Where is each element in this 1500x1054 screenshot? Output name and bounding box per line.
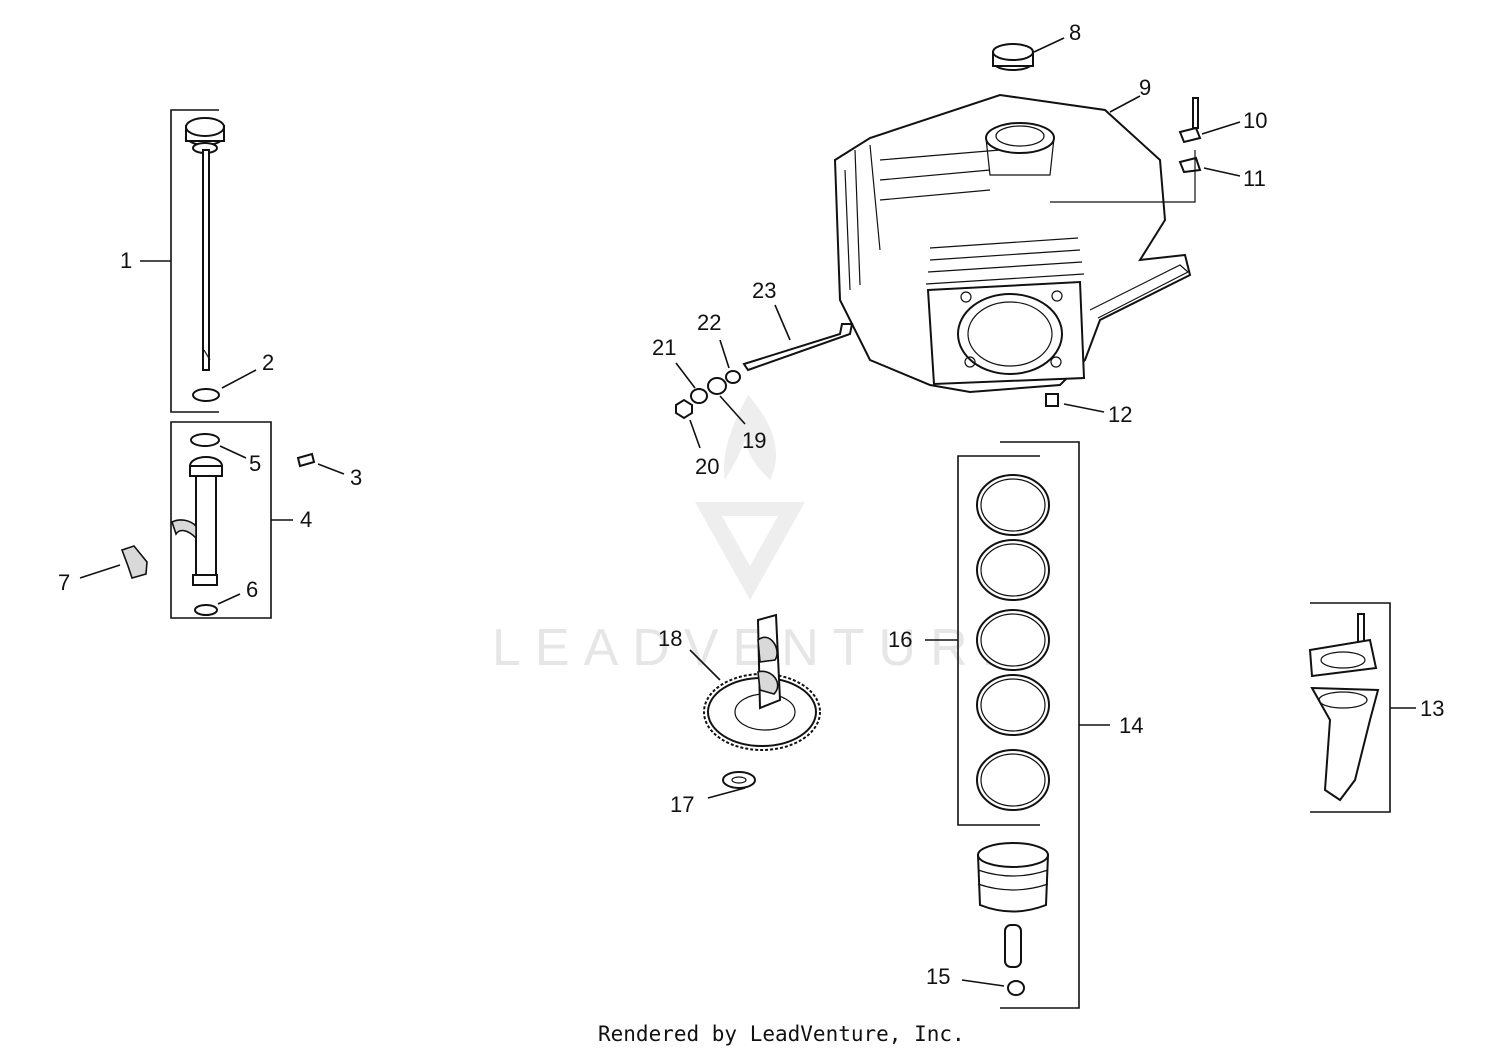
- callout-16: 16: [888, 627, 912, 652]
- connecting-rod-group: [1308, 602, 1416, 813]
- callout-6: 6: [246, 577, 258, 602]
- piston-group: [925, 441, 1110, 1009]
- callout-22: 22: [697, 310, 721, 335]
- watermark-flame-icon: [724, 395, 777, 480]
- watermark: LEADVENTURE: [492, 395, 1030, 677]
- callout-13: 13: [1420, 696, 1444, 721]
- callout-10: 10: [1243, 108, 1267, 133]
- callout-7: 7: [58, 570, 70, 595]
- callout-9: 9: [1139, 75, 1151, 100]
- watermark-text: LEADVENTURE: [492, 619, 1030, 677]
- callout-11: 11: [1243, 166, 1266, 191]
- footer-credit: Rendered by LeadVenture, Inc.: [598, 1022, 965, 1046]
- callout-17: 17: [670, 792, 694, 817]
- callout-20: 20: [695, 454, 719, 479]
- callout-labels: 1 2 3 4 5 6 7 8 9 10 11 12 13 14 15 16 1…: [58, 20, 1444, 989]
- callout-8: 8: [1069, 20, 1081, 45]
- callout-2: 2: [262, 350, 274, 375]
- governor-shaft-group: [675, 304, 854, 449]
- callout-1: 1: [120, 248, 132, 273]
- callout-19: 19: [742, 428, 766, 453]
- callout-18: 18: [658, 626, 682, 651]
- callout-23: 23: [752, 278, 776, 303]
- watermark-logo-icon: [695, 502, 805, 600]
- callout-3: 3: [350, 465, 362, 490]
- callout-14: 14: [1119, 713, 1143, 738]
- callout-12: 12: [1108, 402, 1132, 427]
- callout-15: 15: [926, 964, 950, 989]
- callout-21: 21: [652, 335, 676, 360]
- camshaft-group: [689, 613, 821, 799]
- callout-4: 4: [300, 507, 312, 532]
- callout-5: 5: [249, 451, 261, 476]
- crankcase-group: [833, 37, 1241, 413]
- dipstick-group: [79, 109, 345, 619]
